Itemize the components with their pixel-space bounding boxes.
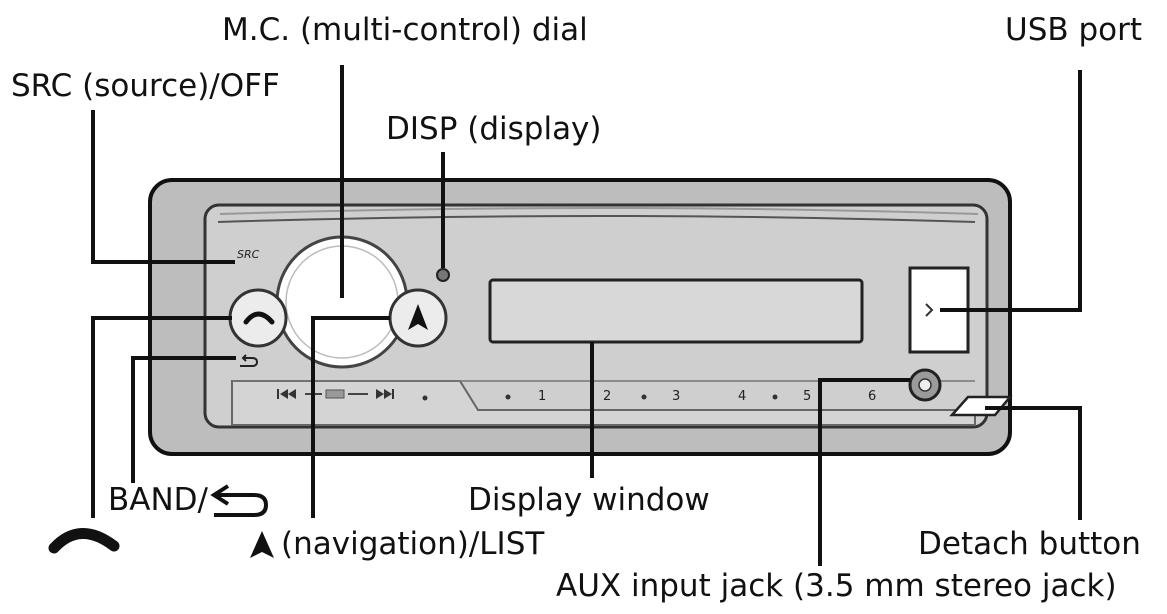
phone-icon: [243, 311, 275, 325]
phone-button[interactable]: [228, 288, 288, 348]
next-track-icon: [376, 389, 394, 399]
preset-3[interactable]: 3: [672, 389, 680, 404]
preset-4[interactable]: 4: [738, 389, 746, 404]
phone-label-icon: [48, 528, 120, 554]
previous-track-icon: [277, 389, 296, 399]
chevron-right-icon: [925, 303, 934, 317]
label-mc-dial: M.C. (multi-control) dial: [222, 12, 588, 48]
detach-button[interactable]: [949, 395, 1013, 417]
preset-5[interactable]: 5: [803, 389, 811, 404]
label-aux-jack: AUX input jack (3.5 mm stereo jack): [556, 568, 1117, 604]
preset-2[interactable]: 2: [603, 389, 611, 404]
label-src-off: SRC (source)/OFF: [11, 68, 280, 104]
label-band: BAND/: [108, 482, 208, 518]
top-slot: [217, 215, 976, 223]
label-detach-button: Detach button: [918, 526, 1141, 562]
display-window: [488, 278, 864, 344]
preset-1[interactable]: 1: [538, 389, 546, 404]
navigation-arrow-icon: [408, 304, 428, 330]
leader-lines: [91, 65, 1082, 566]
navigation-label-icon: [250, 531, 274, 558]
label-navigation: (navigation)/LIST: [281, 526, 545, 562]
panel-src-label: SRC: [237, 248, 260, 261]
disp-button[interactable]: [436, 268, 450, 282]
label-display-window: Display window: [468, 482, 710, 518]
return-arrow-icon: [240, 354, 259, 367]
label-disp: DISP (display): [386, 111, 602, 147]
band-return-icon: [210, 484, 269, 517]
label-usb-port: USB port: [1005, 12, 1143, 48]
preset-6[interactable]: 6: [868, 389, 876, 404]
